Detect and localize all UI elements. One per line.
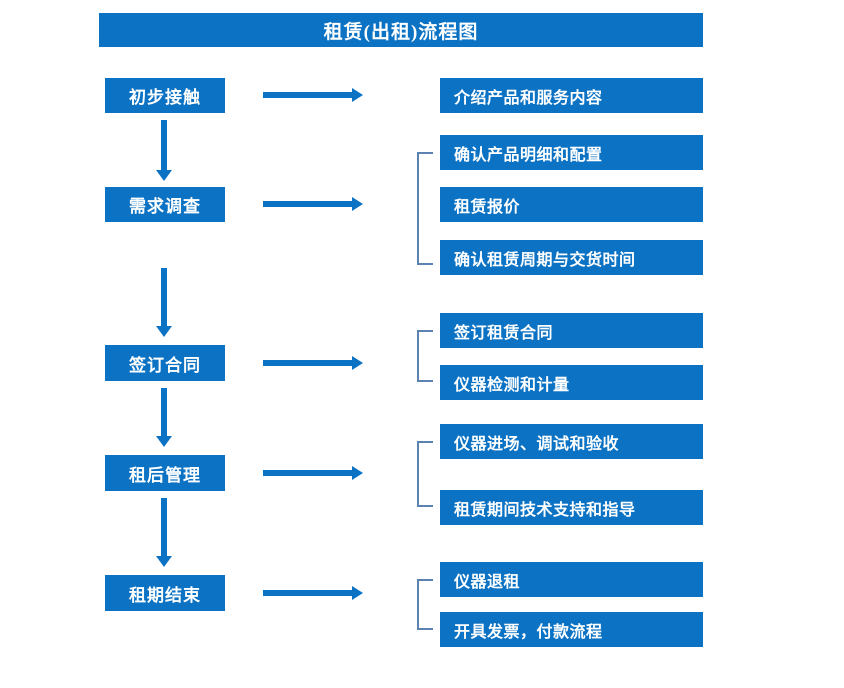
detail-box-10[interactable]: 开具发票，付款流程: [440, 612, 703, 647]
stage-box-1[interactable]: 初步接触: [105, 78, 225, 113]
vertical-arrow-1: [156, 120, 172, 182]
stage-box-5[interactable]: 租期结束: [105, 575, 225, 611]
page-title: 租赁(出租)流程图: [99, 13, 703, 47]
detail-box-3[interactable]: 租赁报价: [440, 187, 703, 222]
group-bracket-4: [417, 441, 433, 507]
stage-box-2[interactable]: 需求调查: [105, 187, 225, 222]
group-bracket-2: [417, 152, 433, 265]
group-bracket-5: [417, 579, 433, 630]
horizontal-arrow-5: [263, 586, 363, 600]
detail-box-2[interactable]: 确认产品明细和配置: [440, 135, 703, 170]
detail-box-5[interactable]: 签订租赁合同: [440, 313, 703, 348]
horizontal-arrow-3: [263, 356, 363, 370]
detail-box-4[interactable]: 确认租赁周期与交货时间: [440, 240, 703, 275]
horizontal-arrow-2: [263, 197, 363, 211]
stage-box-3[interactable]: 签订合同: [105, 345, 225, 381]
group-bracket-3: [417, 330, 433, 382]
detail-box-8[interactable]: 租赁期间技术支持和指导: [440, 490, 703, 525]
vertical-arrow-4: [156, 498, 172, 568]
detail-box-1[interactable]: 介绍产品和服务内容: [440, 78, 703, 113]
stage-box-4[interactable]: 租后管理: [105, 455, 225, 491]
vertical-arrow-2: [156, 268, 172, 338]
vertical-arrow-3: [156, 388, 172, 448]
horizontal-arrow-1: [263, 88, 363, 102]
horizontal-arrow-4: [263, 466, 363, 480]
detail-box-9[interactable]: 仪器退租: [440, 562, 703, 597]
detail-box-7[interactable]: 仪器进场、调试和验收: [440, 424, 703, 459]
detail-box-6[interactable]: 仪器检测和计量: [440, 365, 703, 400]
